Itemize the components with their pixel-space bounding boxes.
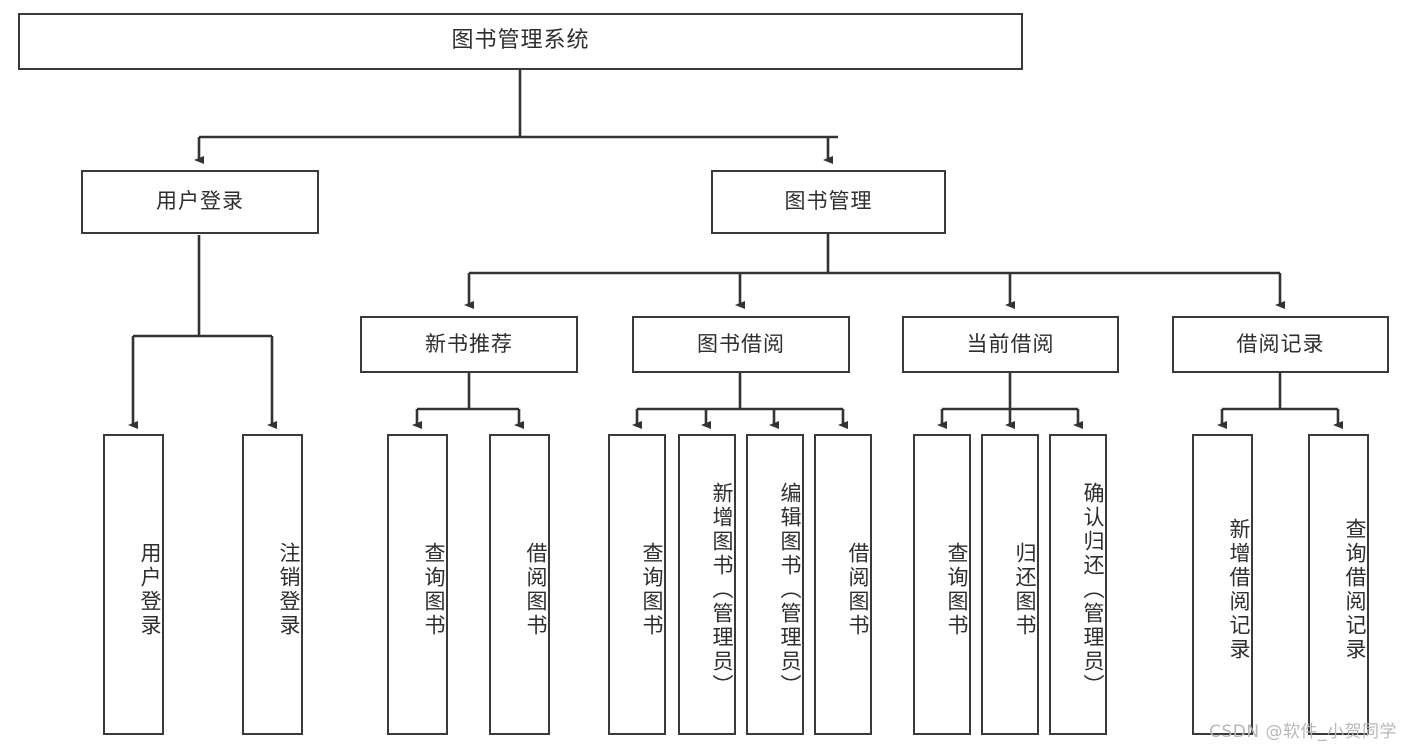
node-book-borrow[interactable]: 图书借阅 bbox=[632, 316, 850, 373]
node-leaf-current-query-book-label: 查询图书 bbox=[945, 541, 969, 638]
node-leaf-edit-book-admin[interactable]: 编辑图书（管理员） bbox=[746, 434, 804, 735]
node-leaf-add-borrow-record-label: 新增借阅记录 bbox=[1227, 517, 1251, 662]
node-leaf-return-book[interactable]: 归还图书 bbox=[981, 434, 1039, 735]
node-leaf-borrow-query-book[interactable]: 查询图书 bbox=[608, 434, 666, 735]
node-leaf-confirm-return-admin-label: 确认归还（管理员） bbox=[1081, 481, 1105, 698]
node-leaf-logout[interactable]: 注销登录 bbox=[242, 434, 303, 735]
node-borrow-record-label: 借阅记录 bbox=[1236, 331, 1325, 356]
node-leaf-add-borrow-record[interactable]: 新增借阅记录 bbox=[1192, 434, 1253, 735]
node-root-book-management-system[interactable]: 图书管理系统 bbox=[18, 13, 1023, 70]
node-leaf-logout-label: 注销登录 bbox=[277, 541, 301, 638]
node-leaf-add-book-admin-label: 新增图书（管理员） bbox=[710, 481, 734, 698]
node-user-login[interactable]: 用户登录 bbox=[81, 170, 319, 234]
node-leaf-query-borrow-record-label: 查询借阅记录 bbox=[1343, 517, 1367, 662]
node-leaf-current-query-book[interactable]: 查询图书 bbox=[913, 434, 971, 735]
node-leaf-newbook-borrow-book[interactable]: 借阅图书 bbox=[489, 434, 550, 735]
node-leaf-query-borrow-record[interactable]: 查询借阅记录 bbox=[1308, 434, 1369, 735]
node-leaf-borrow-book-label: 借阅图书 bbox=[846, 541, 870, 638]
node-leaf-add-book-admin[interactable]: 新增图书（管理员） bbox=[678, 434, 736, 735]
node-leaf-newbook-borrow-book-label: 借阅图书 bbox=[524, 541, 548, 638]
node-book-management-label: 图书管理 bbox=[784, 189, 873, 214]
node-leaf-edit-book-admin-label: 编辑图书（管理员） bbox=[778, 481, 802, 698]
node-leaf-return-book-label: 归还图书 bbox=[1013, 541, 1037, 638]
node-leaf-confirm-return-admin[interactable]: 确认归还（管理员） bbox=[1049, 434, 1107, 735]
node-leaf-borrow-query-book-label: 查询图书 bbox=[640, 541, 664, 638]
node-borrow-record[interactable]: 借阅记录 bbox=[1172, 316, 1389, 373]
node-leaf-borrow-book[interactable]: 借阅图书 bbox=[814, 434, 872, 735]
node-leaf-user-login-label: 用户登录 bbox=[138, 541, 162, 638]
node-root-label: 图书管理系统 bbox=[451, 28, 590, 54]
node-new-book-recommend[interactable]: 新书推荐 bbox=[360, 316, 578, 373]
node-book-management[interactable]: 图书管理 bbox=[711, 170, 946, 234]
node-current-borrow[interactable]: 当前借阅 bbox=[902, 316, 1119, 373]
node-leaf-newbook-query-book-label: 查询图书 bbox=[422, 541, 446, 638]
node-leaf-newbook-query-book[interactable]: 查询图书 bbox=[387, 434, 448, 735]
node-leaf-user-login[interactable]: 用户登录 bbox=[103, 434, 164, 735]
node-user-login-label: 用户登录 bbox=[156, 189, 244, 214]
node-current-borrow-label: 当前借阅 bbox=[966, 331, 1055, 356]
csdn-watermark: CSDN @软件_小贺同学 bbox=[1209, 722, 1397, 742]
node-book-borrow-label: 图书借阅 bbox=[697, 331, 785, 356]
node-new-book-recommend-label: 新书推荐 bbox=[425, 331, 513, 356]
